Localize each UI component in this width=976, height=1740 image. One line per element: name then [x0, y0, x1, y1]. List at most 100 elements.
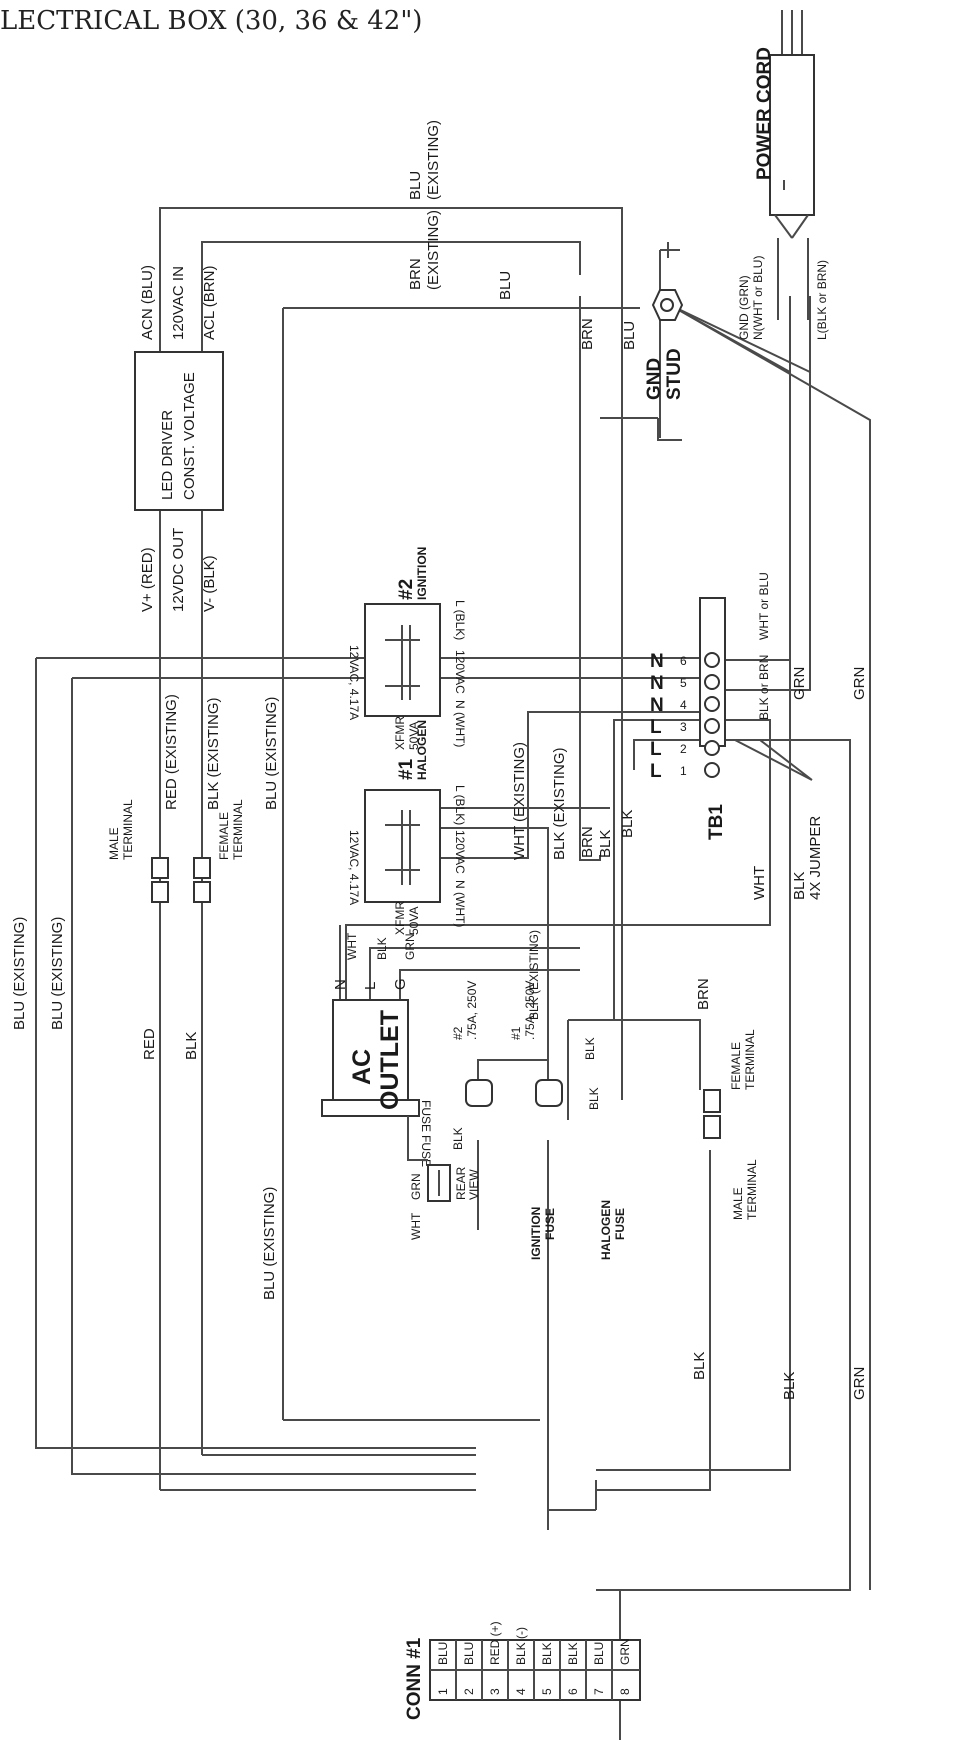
bottom-male-terminal-label: TERMINAL: [745, 1159, 759, 1220]
gnd-stud-hole: [660, 298, 674, 312]
tb1-terminal-1: L: [650, 761, 662, 782]
fuse1-rating: .75A, 250V: [523, 981, 537, 1040]
blu-existing-top-label: BLU: [407, 171, 424, 200]
brn-existing-top-label-2: (EXISTING): [425, 210, 442, 290]
fuse-blk-label: BLK: [583, 1037, 597, 1060]
tb1-terminal-4: N: [650, 695, 664, 716]
ac-outlet-fuse-label: FUSE: [419, 1100, 433, 1132]
xfmr-halogen-xfmr: XFMR: [393, 901, 407, 935]
led-driver-acn-label: ACN (BLU): [139, 265, 156, 340]
blk-existing-small-label: BLK (EXISTING): [527, 930, 541, 1020]
xfmr-ignition-sec: 12VAC, 4.17A: [347, 645, 361, 720]
connector-pins: 1 2 3 4 5 6 7 8 BLU BLU RED (+) BLK (-) …: [436, 1621, 632, 1695]
xfmr-halogen-num: #1: [396, 758, 417, 780]
ignition-fuse-label-1: IGNITION: [529, 1207, 543, 1260]
connector-pin-1: 1: [436, 1688, 450, 1695]
led-driver-output-label: 12VDC OUT: [170, 528, 187, 612]
tb1-screw-1: [704, 762, 720, 778]
terminal-label-1: TERMINAL: [121, 799, 135, 860]
gnd-stud-label-2: STUD: [664, 348, 685, 400]
halogen-fuse-label-2: FUSE: [613, 1208, 627, 1240]
rear-view-label-2: VIEW: [467, 1169, 481, 1200]
tb1-label: TB1: [706, 804, 727, 840]
tb1-jumper-label: 4X JUMPER: [807, 816, 824, 900]
connector-pin-3: 3: [488, 1688, 502, 1695]
xfmr-halogen-name: HALOGEN: [415, 720, 429, 780]
tb1-number-5: 5: [680, 676, 687, 690]
ac-outlet-plate: [321, 1099, 420, 1117]
xfmr-halogen-n: N (WHT): [453, 880, 467, 927]
ignition-fuse-label-2: FUSE: [543, 1208, 557, 1240]
grn-mid-label: GRN: [791, 667, 808, 700]
xfmr-halogen: #1 HALOGEN XFMR 50VA 12VAC, 4.17A 120VAC…: [347, 720, 467, 935]
tb1-screw-6: [704, 652, 720, 668]
blk-mid-label: BLK: [597, 830, 614, 858]
bottom-female-label: FEMALE: [729, 1042, 743, 1090]
blu-existing-top-label-2: (EXISTING): [425, 120, 442, 200]
fuses: #2 .75A, 250V #1 .75A, 250V BLK IGNITION…: [451, 981, 627, 1260]
connector-wire-6: BLK: [566, 1642, 580, 1665]
xfmr-ignition-pri: 120VAC: [453, 650, 467, 694]
brn-existing-top-label: BRN: [407, 258, 424, 290]
blk-left-label: BLK: [183, 1032, 200, 1060]
ac-outlet-label-2: OUTLET: [376, 1010, 404, 1110]
led-driver-input-label: 120VAC IN: [170, 266, 187, 340]
brn-top-label: BRN: [579, 318, 596, 350]
tb1-blk-or-brn-label: BLK or BRN: [757, 655, 771, 720]
tb1-terminal-3: L: [650, 717, 662, 738]
connector-wire-5: BLK: [540, 1642, 554, 1665]
fuse2-rating: .75A, 250V: [465, 981, 479, 1040]
connector-pin-7: 7: [592, 1688, 606, 1695]
ac-outlet-body: [332, 999, 409, 1101]
power-cord-l-label: L(BLK or BRN): [815, 260, 829, 340]
gnd-stud: GND STUD: [644, 289, 685, 400]
male-terminal-label-1: MALE: [107, 827, 121, 860]
xfmr-halogen-l: L (BLK): [453, 785, 467, 825]
connector-pin-4: 4: [514, 1688, 528, 1695]
connector-wire-2: BLU: [462, 1642, 476, 1665]
tb1-terminal-5: N: [650, 673, 664, 694]
tb1-number-4: 4: [680, 698, 687, 712]
blu-long-label: BLU: [497, 271, 514, 300]
bottom-blk-label-c: BLK: [587, 1087, 601, 1110]
led-driver-name: LED DRIVER: [159, 410, 176, 500]
xfmr-ignition-name: IGNITION: [415, 547, 429, 600]
brn-mid-label: BRN: [579, 826, 596, 858]
xfmr-ignition-num: #2: [396, 579, 417, 600]
ac-outlet: AC OUTLET N L G WHT BLK GRN FUSE FUSE RE…: [321, 932, 481, 1240]
ac-outlet-label-1: AC: [348, 1049, 376, 1085]
xfmr-ignition: #2 IGNITION XFMR 50VA 12VAC, 4.17A 120VA…: [347, 547, 467, 750]
blk-mid-label-2: BLK: [619, 810, 636, 838]
tb1-terminal-2: L: [650, 739, 662, 760]
connector: CONN #1 1 2 3 4 5 6 7 8 BLU BLU RED (+) …: [404, 1621, 641, 1720]
tb1-screw-5: [704, 674, 720, 690]
terminal-label-2: TERMINAL: [231, 799, 245, 860]
connector-wire-3: RED (+): [488, 1621, 502, 1665]
tb1-wht-or-blu-label: WHT or BLU: [757, 572, 771, 640]
power-cord-gnd-label: GND (GRN): [737, 275, 751, 340]
halogen-fuse-holder: [535, 1079, 563, 1107]
mid-wire-labels: RED (EXISTING) BLK (EXISTING) BLU (EXIST…: [107, 667, 868, 1020]
led-driver-vminus-label: V- (BLK): [201, 555, 218, 612]
bottom-male-terminal: [703, 1115, 721, 1139]
led-driver-acl-label: ACL (BRN): [201, 266, 218, 340]
bottom-blk-label-b: BLK: [781, 1372, 798, 1400]
connector-pin-5: 5: [540, 1688, 554, 1695]
halogen-fuse-label-1: HALOGEN: [599, 1200, 613, 1260]
gnd-stud-label-1: GND: [644, 358, 665, 400]
tb1-screw-2: [704, 740, 720, 756]
ac-outlet-blk-label: BLK: [375, 937, 389, 960]
bottom-blk-label-a: BLK: [691, 1352, 708, 1380]
xfmr-ignition-va: 50VA: [407, 722, 421, 750]
power-cord-n-label: N(WHT or BLU): [751, 256, 765, 340]
xfmr-halogen-pri: 120VAC: [453, 830, 467, 874]
bottom-female-terminal-label: TERMINAL: [743, 1029, 757, 1090]
connector-label: CONN #1: [404, 1637, 425, 1720]
blk-male-terminal: [193, 881, 211, 903]
tb1-screw-3: [704, 718, 720, 734]
ignition-fuse-holder: [465, 1079, 493, 1107]
ac-outlet-l-label: L: [362, 982, 379, 990]
bottom-wire-labels: BLK BLK GRN MALE TERMINAL FEMALE TERMINA…: [587, 978, 868, 1400]
fuse1-num: #1: [509, 1026, 523, 1040]
blu-existing-left-c: BLU (EXISTING): [261, 1187, 278, 1300]
